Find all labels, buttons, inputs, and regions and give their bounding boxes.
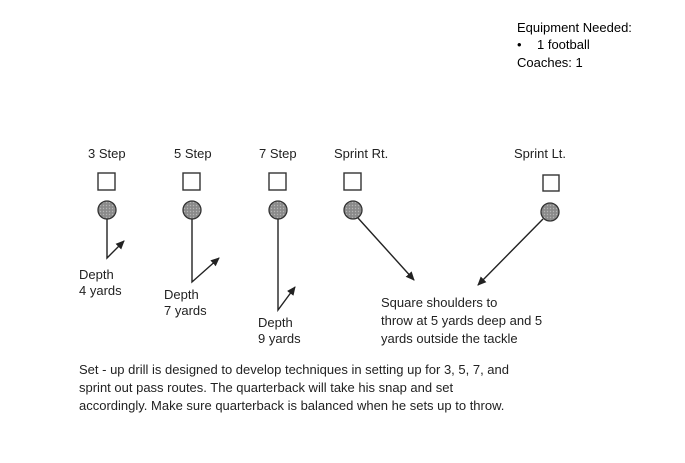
equipment-item: • 1 football — [517, 37, 590, 53]
route-sprint-left — [477, 218, 544, 286]
sprint-note-line: Square shoulders to — [381, 295, 498, 310]
description-line: sprint out pass routes. The quarterback … — [79, 380, 454, 395]
qb-circle-3-step — [97, 200, 117, 220]
description-line: accordingly. Make sure quarterback is ba… — [79, 398, 505, 413]
center-square-sprint-right — [343, 172, 362, 191]
sprint-note-line: yards outside the tackle — [381, 331, 518, 346]
drop-label-7-step: 7 Step — [259, 146, 297, 161]
qb-circle-5-step — [182, 200, 202, 220]
sprint-note-line: throw at 5 yards deep and 5 — [381, 313, 543, 328]
center-square-3-step — [97, 172, 116, 191]
description-line: Set - up drill is designed to develop te… — [79, 362, 509, 377]
depth-yards: 7 yards — [164, 303, 207, 318]
route-5-step — [191, 219, 220, 284]
drop-label-sprint-left: Sprint Lt. — [514, 146, 567, 161]
depth-label-7-step: Depth 9 yards — [258, 315, 301, 347]
depth-yards: 4 yards — [79, 283, 122, 298]
center-square-sprint-left — [542, 174, 560, 192]
drop-label-3-step: 3 Step — [88, 146, 126, 161]
depth-label-5-step: Depth 7 yards — [164, 287, 207, 319]
center-square-5-step — [182, 172, 201, 191]
depth-word: Depth — [258, 315, 293, 330]
qb-circle-sprint-right — [343, 200, 363, 220]
depth-yards: 9 yards — [258, 331, 301, 346]
drop-label-5-step: 5 Step — [174, 146, 212, 161]
sprint-note: Square shoulders to throw at 5 yards dee… — [381, 294, 542, 348]
qb-circle-sprint-left — [540, 202, 560, 222]
depth-word: Depth — [164, 287, 199, 302]
route-sprint-right — [357, 217, 415, 281]
depth-word: Depth — [79, 267, 114, 282]
drill-description: Set - up drill is designed to develop te… — [79, 361, 509, 415]
route-3-step — [106, 219, 125, 260]
coaches-count: Coaches: 1 — [517, 55, 583, 70]
route-7-step — [277, 219, 296, 313]
depth-label-3-step: Depth 4 yards — [79, 267, 122, 299]
drop-label-sprint-right: Sprint Rt. — [334, 146, 389, 161]
center-square-7-step — [268, 172, 287, 191]
equipment-heading: Equipment Needed: — [517, 20, 632, 35]
bullet-icon: • — [517, 37, 522, 52]
qb-circle-7-step — [268, 200, 288, 220]
equipment-item-label: 1 football — [537, 37, 590, 52]
